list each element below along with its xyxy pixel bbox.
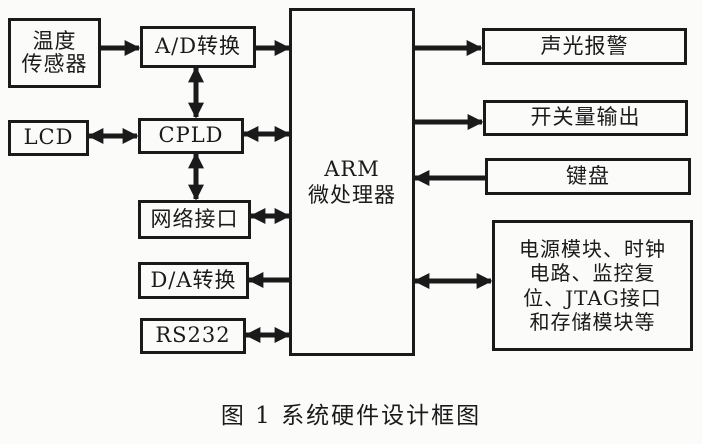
network-interface-block: 网络接口	[138, 200, 251, 239]
peripheral-label-line3: 位、JTAG接口	[523, 285, 662, 310]
peripheral-label-line1: 电源模块、时钟	[519, 236, 666, 261]
arm-processor-block: ARM 微处理器	[289, 8, 415, 356]
temp-sensor-label-line2: 传感器	[21, 52, 88, 76]
switch-output-block: 开关量输出	[483, 100, 688, 136]
peripheral-modules-block: 电源模块、时钟 电路、监控复 位、JTAG接口 和存储模块等	[492, 220, 693, 351]
alarm-block: 声光报警	[482, 28, 687, 65]
peripheral-label-line4: 和存储模块等	[529, 309, 656, 334]
da-converter-block: D/A转换	[138, 262, 249, 299]
cpld-block: CPLD	[138, 118, 244, 154]
temp-sensor-block: 温度 传感器	[8, 18, 101, 88]
rs232-label: RS232	[155, 323, 231, 348]
arm-label-line2: 微处理器	[308, 183, 396, 207]
peripheral-label-line2: 电路、监控复	[529, 261, 656, 286]
switch-output-label: 开关量输出	[530, 105, 641, 130]
figure-caption: 图 1 系统硬件设计框图	[220, 403, 482, 429]
cpld-label: CPLD	[158, 123, 224, 148]
lcd-block: LCD	[8, 120, 89, 156]
arm-label-line1: ARM	[324, 156, 380, 181]
keyboard-label: 键盘	[566, 163, 610, 188]
lcd-label: LCD	[23, 125, 74, 150]
temp-sensor-label-line1: 温度	[32, 28, 77, 53]
ad-converter-label: A/D转换	[154, 34, 242, 59]
ad-converter-block: A/D转换	[140, 26, 256, 68]
network-interface-label: 网络接口	[150, 206, 239, 231]
alarm-label: 声光报警	[540, 33, 629, 58]
keyboard-block: 键盘	[485, 158, 691, 195]
da-converter-label: D/A转换	[150, 267, 237, 292]
rs232-block: RS232	[140, 318, 246, 354]
